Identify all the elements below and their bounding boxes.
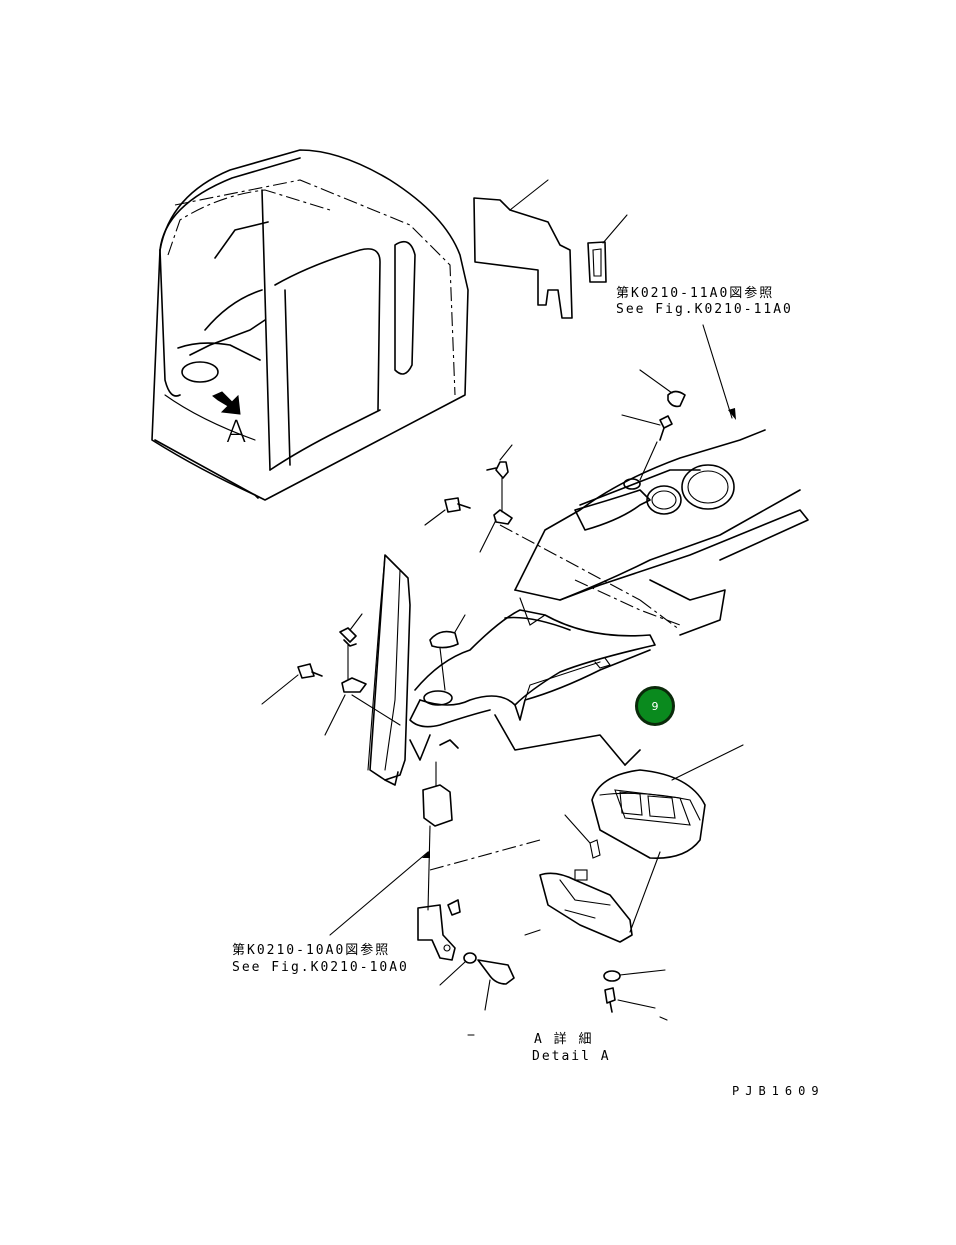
operator-cab — [151, 149, 469, 501]
detail-title-jp: A 詳 細 — [534, 1032, 594, 1047]
pillar-cover — [367, 554, 459, 786]
view-letter-a: A — [226, 415, 247, 450]
drawing-code: PJB1609 — [732, 1084, 825, 1098]
side-console-lower — [409, 597, 656, 766]
lower-reference-en: See Fig.K0210-10A0 — [232, 960, 409, 975]
monitor-unit — [467, 744, 744, 1036]
relay-bracket — [329, 761, 541, 1011]
fasteners — [261, 369, 686, 736]
side-console-top — [514, 429, 809, 636]
cover-panel — [473, 179, 628, 319]
callout-number: 9 — [651, 699, 659, 713]
lower-reference-jp: 第K0210-10A0図参照 — [232, 943, 391, 958]
part-callout-9[interactable]: 9 — [635, 686, 675, 726]
detail-title-en: Detail A — [532, 1049, 611, 1064]
upper-reference-jp: 第K0210-11A0図参照 — [616, 286, 775, 301]
upper-reference-en: See Fig.K0210-11A0 — [616, 302, 793, 317]
